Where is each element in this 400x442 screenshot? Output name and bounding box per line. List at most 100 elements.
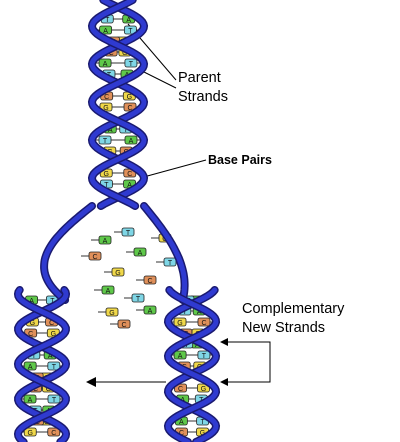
left-daughter-base-letter: T xyxy=(52,397,57,404)
left-daughter-base-letter: C xyxy=(33,386,38,393)
complementary-strands-label-line1: Complementary xyxy=(242,301,345,317)
free-nucleotide-letter: A xyxy=(106,288,111,295)
free-nucleotide-shape xyxy=(131,293,145,303)
free-nucleotide-shape xyxy=(111,267,125,277)
free-nucleotide-letter: A xyxy=(138,250,143,257)
parent-strand-a xyxy=(89,0,147,209)
parent-helix-base-letter: G xyxy=(122,50,127,57)
parent-helix-base-shape xyxy=(98,58,112,68)
parent-helix-base-letter: A xyxy=(129,138,134,145)
left-daughter-base-letter: A xyxy=(28,397,33,404)
parent-helix-base-shape xyxy=(124,58,138,68)
free-nucleotide-shape xyxy=(143,275,157,285)
parent-helix-base-letter: C xyxy=(127,171,132,178)
left-daughter-base-letter: C xyxy=(51,430,56,437)
parent-helix-base-shape xyxy=(123,25,137,35)
parent-helix-base: T xyxy=(98,135,112,145)
free-nucleotide-letter: C xyxy=(92,254,97,261)
free-nucleotide-shape xyxy=(101,285,115,295)
left-daughter-base: T xyxy=(47,361,61,371)
free-nucleotide: T xyxy=(121,227,135,237)
parent-helix-base-letter: G xyxy=(103,171,108,178)
right-daughter-base-letter: A xyxy=(197,309,202,316)
right-daughter-base: A xyxy=(173,350,187,360)
right-daughter-base-shape xyxy=(197,350,211,360)
right-daughter-base: G xyxy=(173,317,187,327)
parent-helix-base-letter: G xyxy=(127,94,132,101)
parent-helix-base-letter: C xyxy=(127,105,132,112)
left-daughter-base-letter: G xyxy=(51,331,56,338)
free-nucleotide: A xyxy=(98,235,112,245)
free-nucleotide: G xyxy=(105,307,119,317)
free-nucleotide: C xyxy=(88,251,102,261)
left-daughter-base-letter: G xyxy=(27,430,32,437)
left-daughter-base-shape xyxy=(23,427,37,437)
free-nucleotide: A xyxy=(101,285,115,295)
right-daughter-base: T xyxy=(197,350,211,360)
right-daughter-base-letter: G xyxy=(201,386,206,393)
left-daughter-base-letter: C xyxy=(49,320,54,327)
right-daughter-base: C xyxy=(197,317,211,327)
right-daughter-base-letter: A xyxy=(179,419,184,426)
free-nucleotide-letter: A xyxy=(103,238,108,245)
parent-helix-base: T xyxy=(123,25,137,35)
parent-helix-base-letter: C xyxy=(109,50,114,57)
right-daughter-base-letter: T xyxy=(200,419,205,426)
complementary-arrowhead xyxy=(86,377,96,387)
parent-helix-base-letter: T xyxy=(124,127,129,134)
parent-helix-base-letter: G xyxy=(103,105,108,112)
parent-helix-base-shape xyxy=(124,135,138,145)
parent-helix-base-letter: T xyxy=(104,182,109,189)
left-daughter-base-letter: A xyxy=(48,353,53,360)
right-daughter-base: C xyxy=(174,383,187,393)
parent-helix-base-letter: T xyxy=(103,138,108,145)
free-nucleotide-shape xyxy=(105,307,119,317)
free-nucleotide-shape xyxy=(121,227,135,237)
free-nucleotide-letter: G xyxy=(109,310,114,317)
parent-helix-base-letter: A xyxy=(127,182,132,189)
free-nucleotide-shape xyxy=(98,235,112,245)
left-daughter-base-letter: G xyxy=(30,320,35,327)
free-nucleotide-shape xyxy=(133,247,147,257)
base-pairs-leader-line xyxy=(139,159,207,179)
free-nucleotide-shape xyxy=(163,257,177,267)
right-daughter-base-shape xyxy=(197,383,210,393)
right-daughter-strand-a xyxy=(165,287,219,442)
parent-helix-base-letter: T xyxy=(129,61,134,68)
free-nucleotide-letter: C xyxy=(121,322,126,329)
left-daughter-base: A xyxy=(23,361,37,371)
parent-strands-label-line2: Strands xyxy=(178,89,228,105)
left-daughter-base-shape xyxy=(47,427,61,437)
left-daughter-base-shape xyxy=(23,361,37,371)
left-daughter-base-shape xyxy=(47,361,61,371)
parent-helix-base-letter: A xyxy=(103,28,108,35)
complementary-arrowhead-lower xyxy=(220,378,228,386)
fork-strand-left xyxy=(41,203,95,303)
complementary-strands-label-line2: New Strands xyxy=(242,320,325,336)
parent-helix-base-shape xyxy=(99,25,113,35)
free-nucleotide-letter: T xyxy=(126,230,131,237)
left-daughter-base-letter: C xyxy=(28,331,33,338)
right-daughter-base: G xyxy=(197,383,210,393)
fork-strand-right xyxy=(141,203,188,303)
parent-strands-label-line1: Parent xyxy=(178,70,221,86)
free-nucleotide-letter: C xyxy=(147,278,152,285)
parent-helix-base-shape xyxy=(98,135,112,145)
free-nucleotide: A xyxy=(143,305,157,315)
right-daughter-base-letter: G xyxy=(177,320,182,327)
parent-helix-base: A xyxy=(124,135,138,145)
left-daughter-base-shape xyxy=(23,394,37,404)
left-daughter-base-letter: A xyxy=(28,364,33,371)
left-daughter-base: G xyxy=(23,427,37,437)
right-daughter-base-letter: C xyxy=(178,386,183,393)
left-daughter-base: C xyxy=(47,427,61,437)
parent-leader-line-2 xyxy=(139,69,177,89)
parent-helix-base-letter: T xyxy=(105,17,110,24)
parent-helix-base-letter: A xyxy=(108,127,113,134)
free-nucleotide-shape xyxy=(143,305,157,315)
free-nucleotide: T xyxy=(131,293,145,303)
parent-helix-base-letter: C xyxy=(104,94,109,101)
parent-helix-base: A xyxy=(98,58,112,68)
right-daughter-base-shape xyxy=(173,317,187,327)
